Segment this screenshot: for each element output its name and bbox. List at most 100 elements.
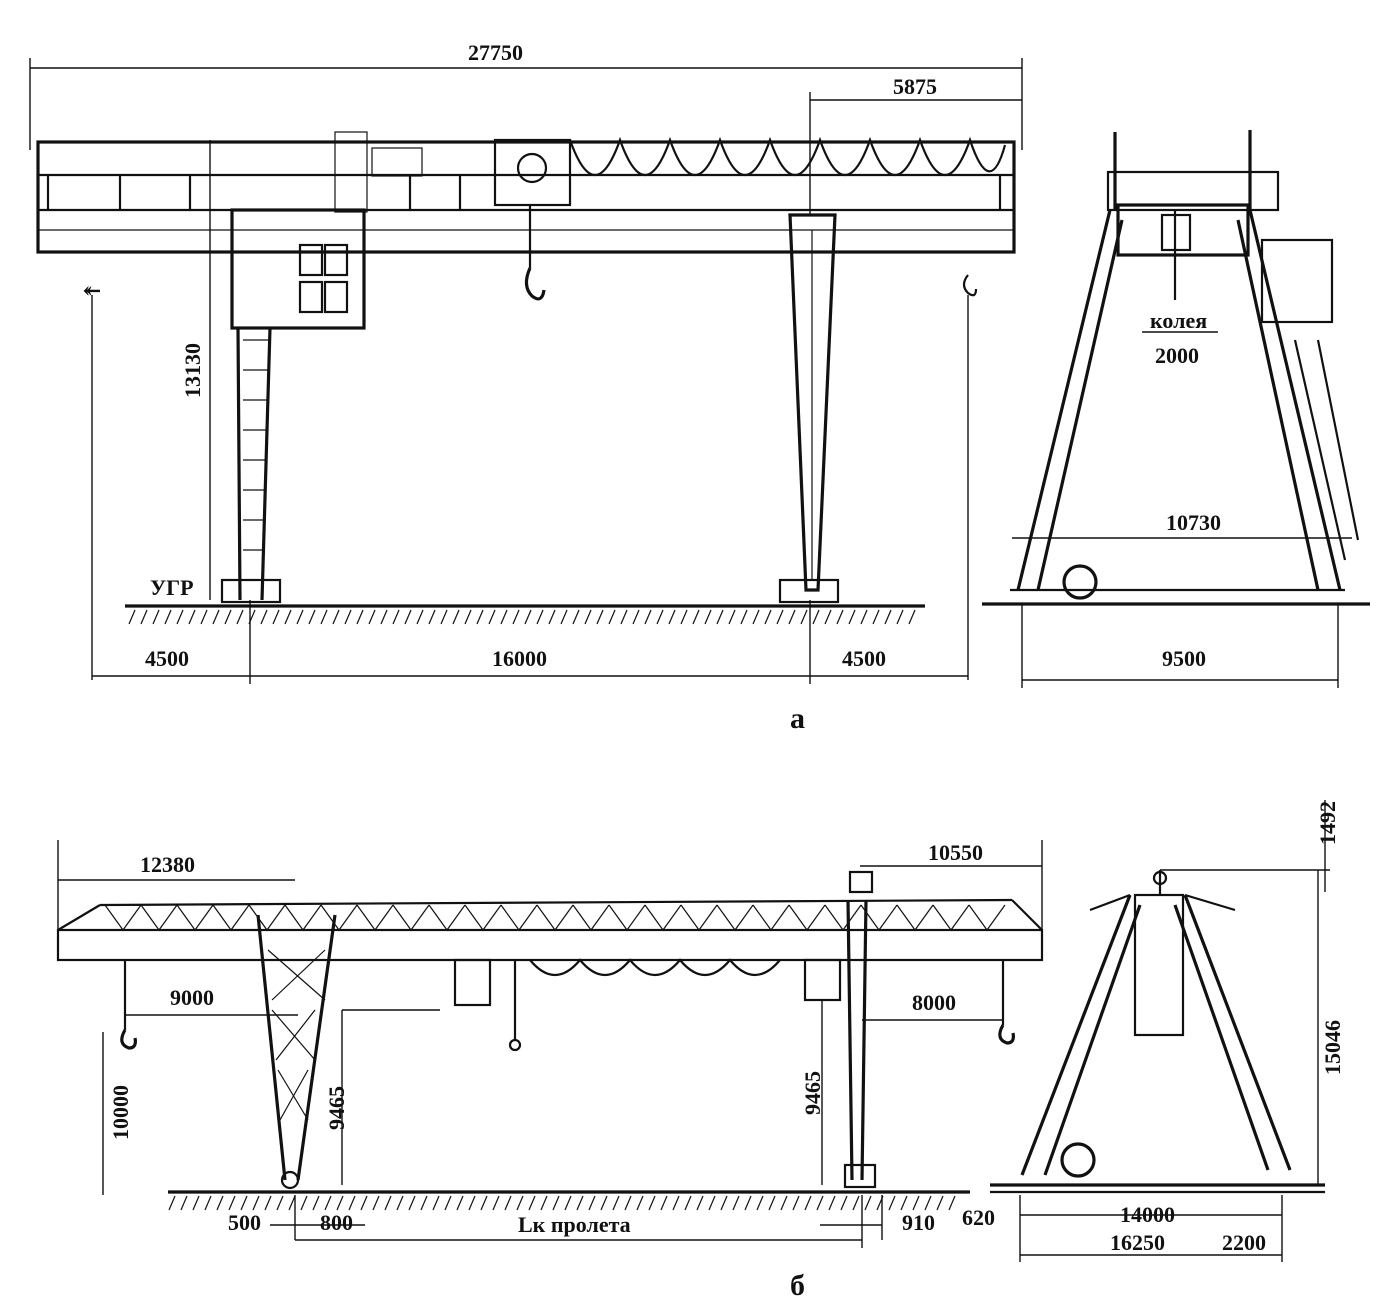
hatch-line bbox=[536, 609, 544, 625]
truss-diagonal bbox=[356, 904, 376, 931]
hatch-line bbox=[344, 609, 352, 625]
hatch-line bbox=[524, 609, 532, 625]
svg-text:↟: ↟ bbox=[80, 282, 105, 300]
hatch-line bbox=[560, 609, 568, 625]
dim-side-width: 10730 bbox=[1166, 510, 1221, 535]
hatch-line bbox=[864, 1195, 872, 1211]
truss-diagonal bbox=[590, 904, 610, 931]
left-leg-b bbox=[256, 914, 337, 1190]
truss-diagonal bbox=[914, 904, 934, 931]
truss-diagonal bbox=[194, 904, 214, 931]
hatch-line bbox=[420, 1195, 428, 1211]
hatch-line bbox=[416, 609, 424, 625]
hatch-line bbox=[632, 609, 640, 625]
dim-side-offset: 620 bbox=[962, 1205, 995, 1230]
hatch-line bbox=[540, 1195, 548, 1211]
hatch-line bbox=[924, 1195, 932, 1211]
hatch-line bbox=[648, 1195, 656, 1211]
truss-diagonal bbox=[518, 904, 538, 931]
hatch-line bbox=[812, 609, 820, 625]
hatch-line bbox=[360, 1195, 368, 1211]
dim-side-extra: 2200 bbox=[1222, 1230, 1266, 1255]
hatch-line bbox=[552, 1195, 560, 1211]
hatch-line bbox=[140, 609, 148, 625]
hatch-line bbox=[824, 609, 832, 625]
truss-diagonal bbox=[716, 904, 736, 931]
hatch-line bbox=[792, 1195, 800, 1211]
hatch-line bbox=[644, 609, 652, 625]
truss-diagonal bbox=[104, 904, 124, 931]
hatch-line bbox=[588, 1195, 596, 1211]
truss-diagonal bbox=[230, 904, 250, 931]
hatch-line bbox=[444, 1195, 452, 1211]
left-leg bbox=[220, 327, 282, 604]
hatch-line bbox=[204, 1195, 212, 1211]
truss-diagonal bbox=[950, 904, 970, 931]
hatch-line bbox=[668, 609, 676, 625]
figure-b-front-view: 12380 10550 bbox=[56, 840, 1044, 1248]
truss-diagonal bbox=[374, 904, 394, 931]
caption-b: б bbox=[790, 1269, 805, 1302]
truss-diagonal bbox=[500, 904, 520, 931]
dim-cantilever: 5875 bbox=[893, 74, 937, 99]
truss-diagonal bbox=[626, 904, 646, 931]
dim-left-cantilever: 12380 bbox=[140, 852, 195, 877]
hatch-line bbox=[600, 1195, 608, 1211]
dim-base-right: 910 bbox=[902, 1210, 935, 1235]
dim-overall-length: 27750 bbox=[468, 40, 523, 65]
hatch-line bbox=[660, 1195, 668, 1211]
hatch-line bbox=[888, 1195, 896, 1211]
dim-right-cantilever: 10550 bbox=[928, 840, 983, 865]
hatch-line bbox=[708, 1195, 716, 1211]
hatch-line bbox=[228, 1195, 236, 1211]
hatch-line bbox=[764, 609, 772, 625]
hatch-line bbox=[768, 1195, 776, 1211]
trolley bbox=[493, 138, 572, 207]
hatch-line bbox=[516, 1195, 524, 1211]
hatch-line bbox=[912, 1195, 920, 1211]
dim-right-outreach: 4500 bbox=[842, 646, 886, 671]
truss-diagonal bbox=[338, 904, 358, 931]
truss-diagonal bbox=[464, 904, 484, 931]
dim-span: 16000 bbox=[492, 646, 547, 671]
hatch-line bbox=[276, 1195, 284, 1211]
truss-diagonal bbox=[392, 904, 412, 931]
hatch-line bbox=[260, 609, 268, 625]
hatch-line bbox=[728, 609, 736, 625]
end-hook-icon bbox=[962, 274, 978, 297]
cable-festoon-b bbox=[529, 958, 781, 976]
truss-diagonal bbox=[158, 904, 178, 931]
truss-diagonal bbox=[734, 904, 754, 931]
truss-diagonal bbox=[122, 904, 142, 931]
hatch-line bbox=[564, 1195, 572, 1211]
truss-diagonal bbox=[896, 904, 916, 931]
hatch-line bbox=[624, 1195, 632, 1211]
truss-diagonal bbox=[302, 904, 322, 931]
hatch-line bbox=[504, 1195, 512, 1211]
hatch-line bbox=[272, 609, 280, 625]
dim-track-gauge: 2000 bbox=[1155, 343, 1199, 368]
hatch-line bbox=[756, 1195, 764, 1211]
hatch-line bbox=[680, 609, 688, 625]
hatch-line bbox=[752, 609, 760, 625]
hatch-line bbox=[704, 609, 712, 625]
figure-a-side-view: колея 2000 10730 9500 bbox=[982, 130, 1370, 688]
hatch-line bbox=[828, 1195, 836, 1211]
hatch-line bbox=[636, 1195, 644, 1211]
truss-diagonal bbox=[428, 904, 448, 931]
hatch-line bbox=[164, 609, 172, 625]
hatch-line bbox=[744, 1195, 752, 1211]
hatch-line bbox=[716, 609, 724, 625]
hatch-line bbox=[168, 1195, 176, 1211]
hatch-line bbox=[720, 1195, 728, 1211]
hatch-line bbox=[548, 609, 556, 625]
hatch-line bbox=[860, 609, 868, 625]
hatch-line bbox=[492, 1195, 500, 1211]
dim-side-base: 9500 bbox=[1162, 646, 1206, 671]
hatch-line bbox=[672, 1195, 680, 1211]
dim-right-outreach-b: 8000 bbox=[912, 990, 956, 1015]
dim-side-total: 16250 bbox=[1110, 1230, 1165, 1255]
dim-base-left-2: 800 bbox=[320, 1210, 353, 1235]
hatch-line bbox=[332, 609, 340, 625]
operator-cabin bbox=[230, 208, 366, 330]
